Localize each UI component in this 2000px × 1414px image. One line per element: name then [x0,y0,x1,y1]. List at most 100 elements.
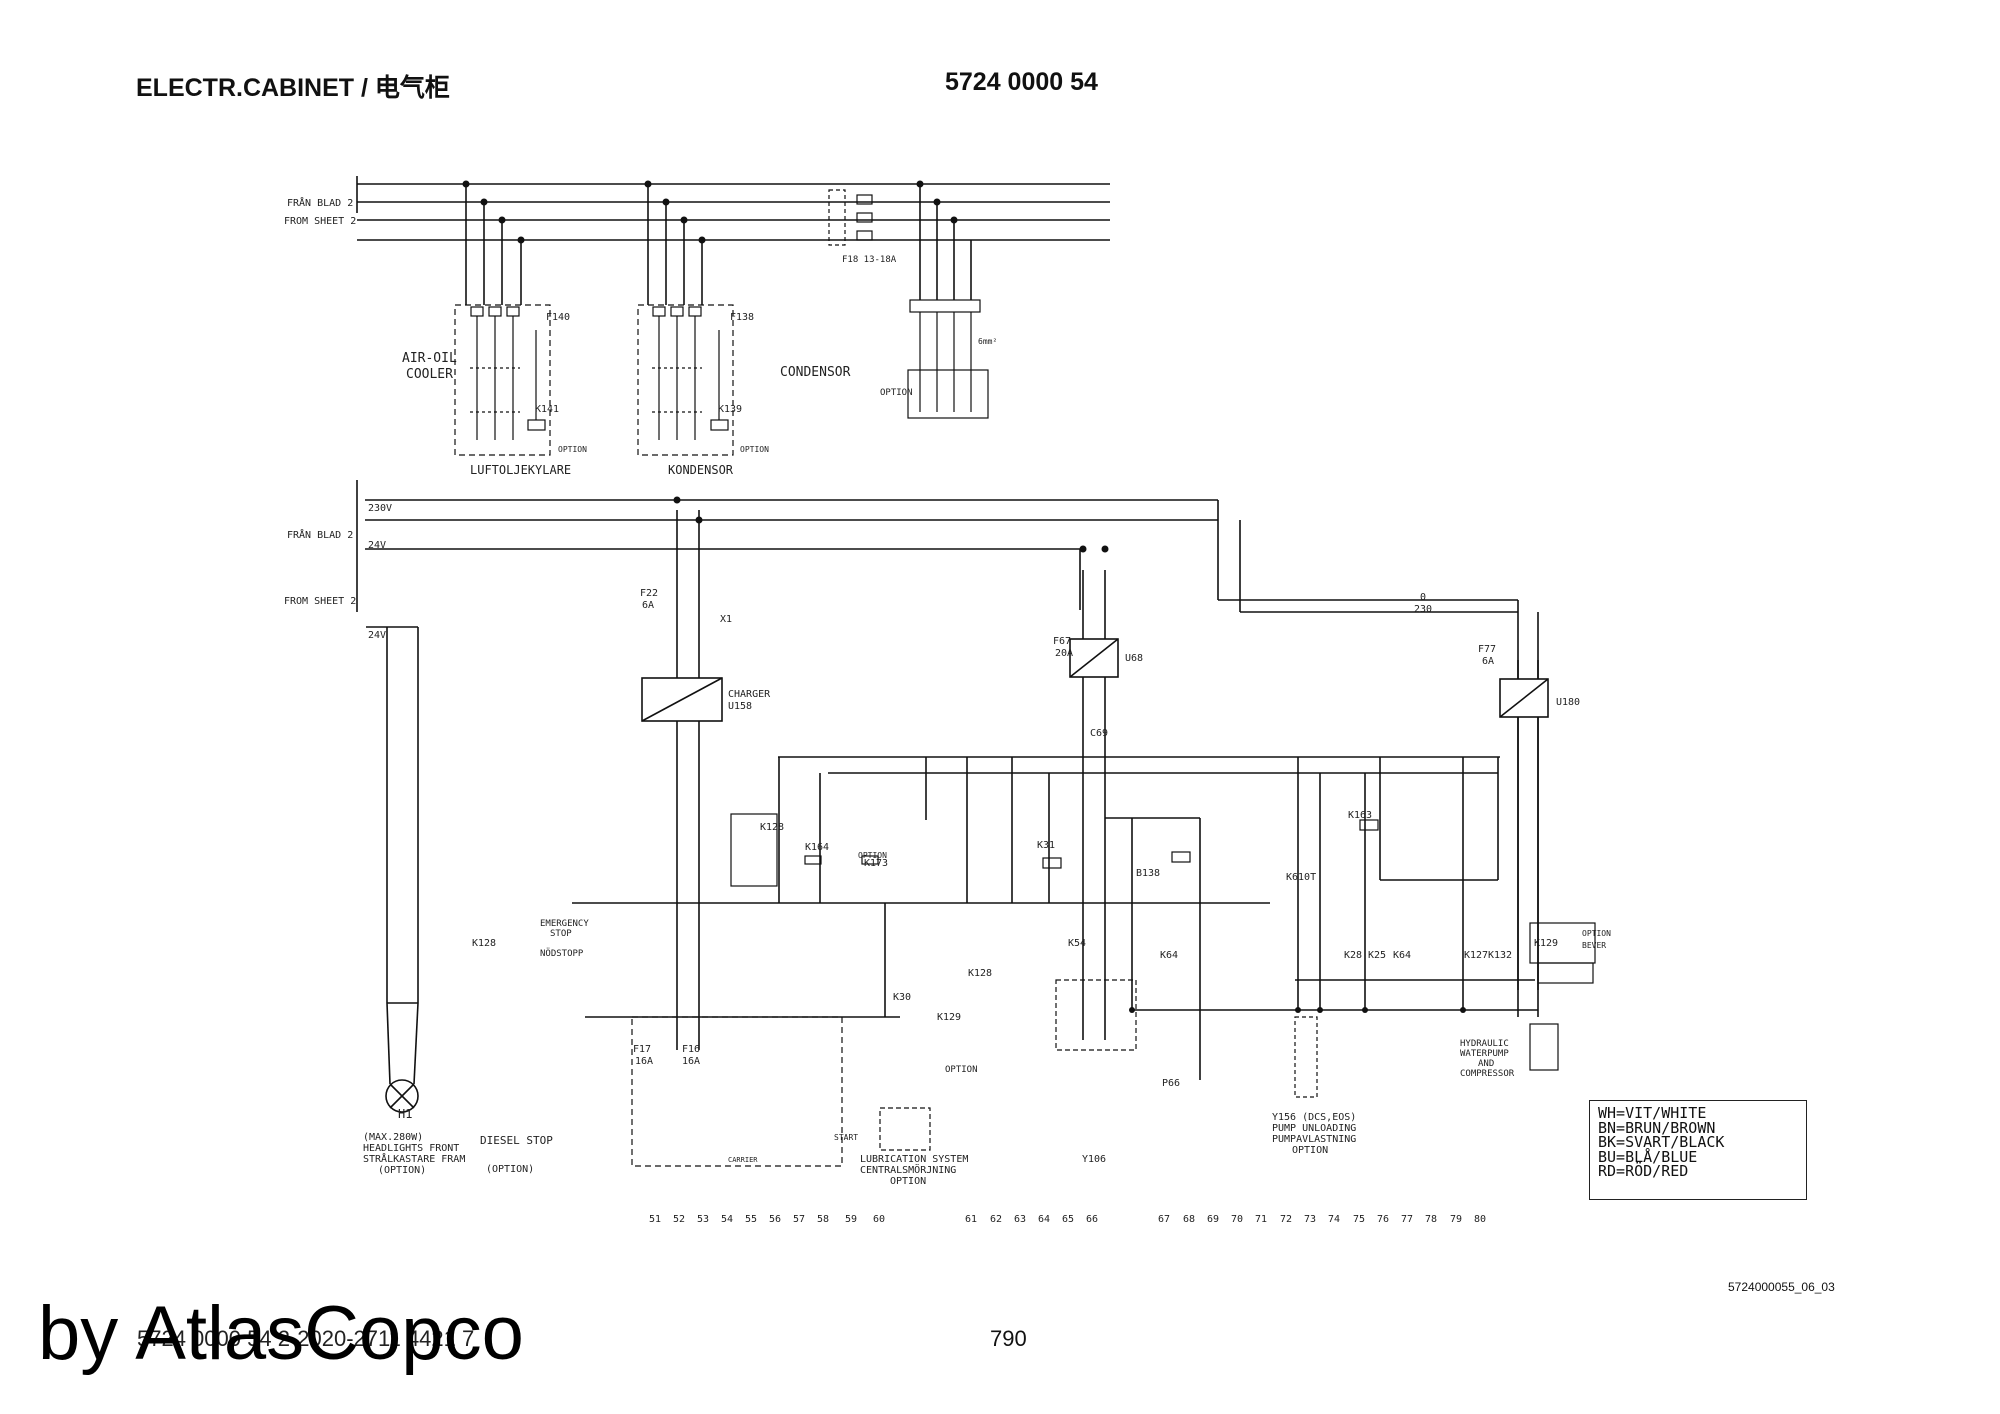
rail-label-24v-left: 24V [368,630,386,641]
caption-h1-3: STRÅLKASTARE FRAM [363,1152,465,1165]
label-option-k129: OPTION [945,1065,978,1075]
label-f67-rating: 20A [1055,648,1073,659]
label-k54: K54 [1068,938,1086,949]
column-number: 62 [990,1214,1002,1225]
column-number: 59 [845,1214,857,1225]
column-number: 73 [1304,1214,1316,1225]
condensor-label: CONDENSOR [780,365,851,380]
label-k31: K31 [1037,840,1055,851]
column-number: 68 [1183,1214,1195,1225]
caption-hydraulic-2: WATERPUMP [1460,1049,1509,1059]
condensor-sublabel: KONDENSOR [668,463,734,477]
caption-h1-2: HEADLIGHTS FRONT [363,1143,459,1154]
label-f16: F16 [682,1044,700,1055]
label-nodstopp: NÖDSTOPP [540,948,584,959]
label-k25: K25 [1368,950,1386,961]
footer-document-id: 5724 0000 54 2-2020-2711 4421 7 [137,1326,475,1351]
label-k610t: K610T [1286,872,1316,883]
column-number: 52 [673,1214,685,1225]
option-condensor-box: OPTION [740,445,769,454]
rail-label-230v: 230V [368,503,392,514]
label-u180: U180 [1556,697,1580,708]
label-p66: P66 [1162,1078,1180,1089]
caption-lubrication-1: LUBRICATION SYSTEM [860,1154,968,1165]
bus-label-230: 230 [1414,604,1432,615]
label-x1: X1 [720,614,732,625]
option-air-oil-box: OPTION [558,445,587,454]
label-f17-rating: 16A [635,1056,653,1067]
caption-lubrication-3: OPTION [890,1176,926,1187]
column-number: 79 [1450,1214,1462,1225]
legend-white: WH=VIT/WHITE [1598,1104,1707,1122]
label-y106: Y106 [1082,1154,1106,1165]
label-f140: F140 [546,312,570,323]
column-number: 74 [1328,1214,1340,1225]
caption-hydraulic-3: AND [1478,1059,1494,1069]
wire-color-legend: WH=VIT/WHITE BN=BRUN/BROWN BK=SVART/BLAC… [1589,1100,1807,1200]
label-f18: F18 13-18A [842,255,897,265]
column-number: 71 [1255,1214,1267,1225]
column-number: 61 [965,1214,977,1225]
column-number: 76 [1377,1214,1389,1225]
column-number: 67 [1158,1214,1170,1225]
label-k139: K139 [718,404,742,415]
label-f17: F17 [633,1044,651,1055]
label-k28: K28 [1344,950,1362,961]
legend-red: RD=RÖD/RED [1598,1162,1689,1180]
column-number: 51 [649,1214,661,1225]
headlight-h1-symbol [385,1002,419,1113]
label-f16-rating: 16A [682,1056,700,1067]
caption-hydraulic-1: HYDRAULIC [1460,1039,1509,1049]
column-number: 72 [1280,1214,1292,1225]
label-option-k173: OPTION [858,851,887,860]
label-option-bever-2: BEVER [1582,941,1606,950]
column-number: 77 [1401,1214,1413,1225]
sheet-ref-swedish-bottom: FRÅN BLAD 2 [287,528,353,541]
label-f67: F67 [1053,636,1071,647]
title-left: ELECTR.CABINET / 电气柜 [136,74,450,102]
label-k163: K163 [1348,810,1372,821]
column-number: 55 [745,1214,757,1225]
label-k129-mid: K129 [937,1012,961,1023]
label-6mm: 6mm² [978,337,997,346]
rail-label-24v: 24V [368,540,386,551]
caption-diesel-2: (OPTION) [486,1164,534,1175]
label-h1: H1 [398,1107,412,1121]
label-k64-mid: K64 [1160,950,1178,961]
label-f22-rating: 6A [642,600,654,611]
label-k164-top: K164 [805,842,829,853]
drawing-reference: 5724000055_06_03 [1728,1280,1835,1294]
caption-lubrication-2: CENTRALSMÖRJNING [860,1163,956,1176]
label-emergency-1: EMERGENCY [540,919,589,929]
label-u158: U158 [728,701,752,712]
sheet-ref-english-bottom: FROM SHEET 2 [284,596,356,607]
document-number: 5724 0000 54 [945,68,1098,96]
column-number: 75 [1353,1214,1365,1225]
column-number: 80 [1474,1214,1486,1225]
caption-hydraulic-4: COMPRESSOR [1460,1069,1515,1079]
caption-y156-2: PUMP UNLOADING [1272,1123,1356,1134]
column-number: 56 [769,1214,781,1225]
label-k132: K132 [1488,950,1512,961]
caption-h1-1: (MAX.280W) [363,1132,423,1143]
label-k64-right: K64 [1393,950,1411,961]
caption-y156-3: PUMPAVLASTNING [1272,1134,1356,1145]
column-number: 57 [793,1214,805,1225]
label-f138: F138 [730,312,754,323]
option-label-top: OPTION [880,388,913,398]
label-f77-rating: 6A [1482,656,1494,667]
column-number: 53 [697,1214,709,1225]
label-k30: K30 [893,992,911,1003]
bus-label-0: 0 [1420,592,1426,603]
label-c69: C69 [1090,728,1108,739]
legend-blue: BU=BLÅ/BLUE [1598,1147,1698,1166]
label-f22: F22 [640,588,658,599]
caption-y156-4: OPTION [1292,1145,1328,1156]
column-number: 70 [1231,1214,1243,1225]
label-k128-left: K128 [472,938,496,949]
label-k173: K173 [864,858,888,869]
label-option-bever-1: OPTION [1582,929,1611,938]
column-number: 63 [1014,1214,1026,1225]
watermark-atlascopco: by AtlasCopco [38,1291,524,1376]
